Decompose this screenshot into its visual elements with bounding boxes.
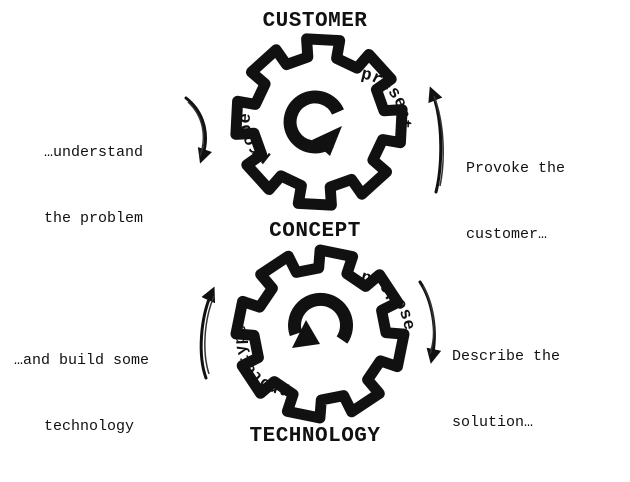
note-line: solution… xyxy=(452,414,534,431)
cycle-arrow-icon xyxy=(312,126,342,156)
diagram-graphics: probe present prototype propose xyxy=(184,33,444,424)
note-line: the problem xyxy=(44,210,144,227)
diagram-canvas: CUSTOMER CONCEPT TECHNOLOGY …understand … xyxy=(14,10,565,448)
note-line: Provoke the xyxy=(466,160,566,177)
cycle-arrow-icon xyxy=(283,90,344,154)
note-line: …and build some xyxy=(14,352,150,369)
note-understand-problem: …understand the problem xyxy=(44,98,143,274)
stage-customer: CUSTOMER xyxy=(262,10,368,33)
cycle-arrow-icon xyxy=(288,292,353,344)
note-line: customer… xyxy=(466,226,548,243)
cycle-arrow-icon xyxy=(292,320,320,348)
curved-arrow-icon xyxy=(418,280,442,364)
note-line: …understand xyxy=(44,144,144,161)
curved-arrow-icon xyxy=(199,286,216,380)
stage-concept: CONCEPT xyxy=(269,220,361,243)
gear-upper-outline xyxy=(230,33,408,211)
note-build-technology: …and build some technology xyxy=(14,306,149,482)
gear-icon xyxy=(230,33,408,211)
gear-icon xyxy=(230,244,410,424)
note-describe-solution: Describe the solution… xyxy=(452,302,560,478)
gear-lower-outline xyxy=(230,244,410,424)
curved-arrow-icon xyxy=(428,86,444,194)
stage-technology: TECHNOLOGY xyxy=(249,425,381,448)
note-line: technology xyxy=(44,418,135,435)
note-provoke-customer: Provoke the customer… xyxy=(466,114,565,290)
curved-arrow-icon xyxy=(184,96,213,164)
note-line: Describe the xyxy=(452,348,561,365)
